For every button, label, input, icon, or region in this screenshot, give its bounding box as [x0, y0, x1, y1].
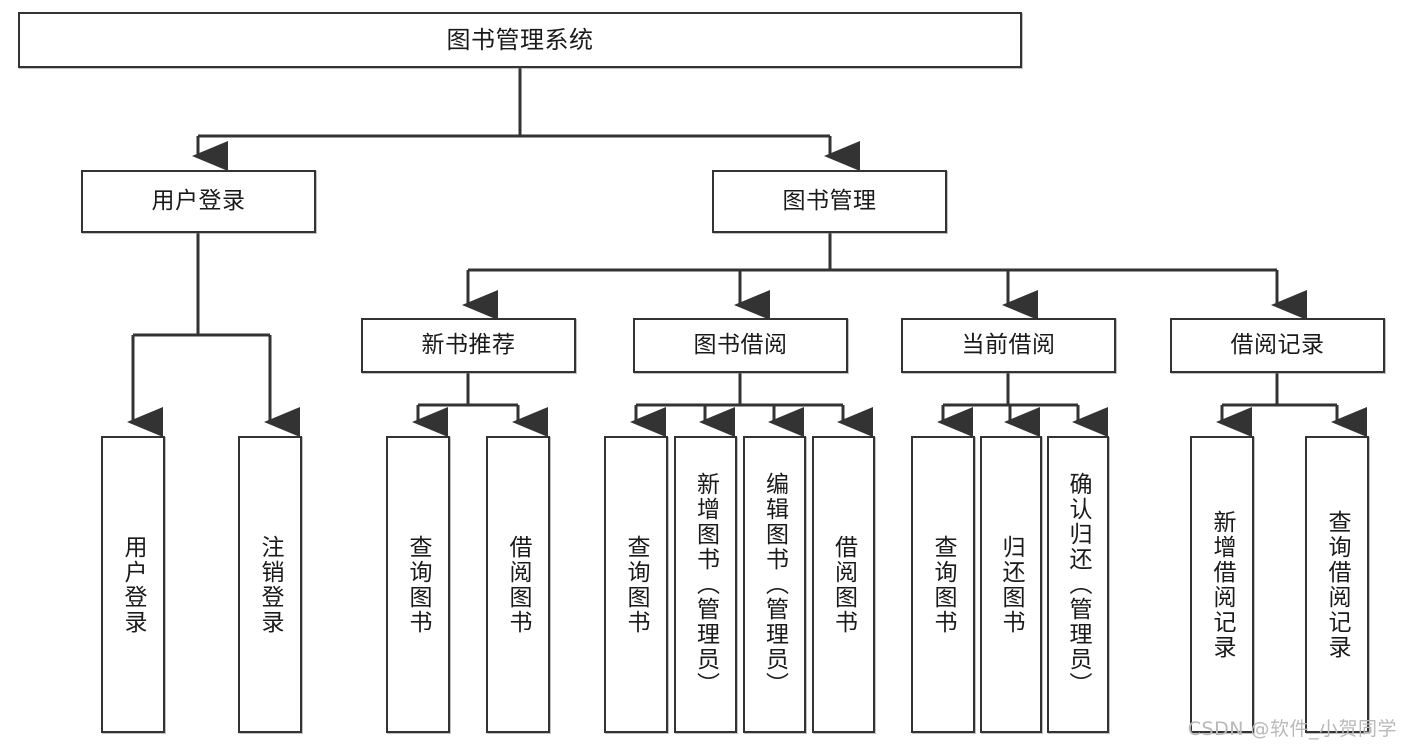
node-label: 用户登录: [151, 187, 246, 214]
node-label: 当前借阅: [961, 331, 1056, 358]
leaf-user-login[interactable]: 用户登录: [101, 436, 165, 733]
watermark-text: CSDN @软件_小贺同学: [1187, 718, 1397, 740]
node-root-book-management-system[interactable]: 图书管理系统: [18, 12, 1022, 68]
node-book-manage[interactable]: 图书管理: [712, 170, 947, 233]
leaf-return-book[interactable]: 归还图书: [980, 436, 1042, 733]
leaf-add-book[interactable]: 新增图书（管理员）: [674, 436, 737, 733]
node-book-borrow[interactable]: 图书借阅: [633, 318, 848, 373]
leaf-borrow-book-1[interactable]: 借阅图书: [486, 436, 550, 733]
node-label: 借阅图书: [505, 534, 532, 635]
leaf-add-record[interactable]: 新增借阅记录: [1190, 436, 1254, 733]
node-label: 确认归还（管理员）: [1065, 472, 1092, 697]
node-label: 查询图书: [930, 534, 957, 635]
node-label: 用户登录: [120, 534, 147, 635]
node-label: 查询图书: [405, 534, 432, 635]
node-label: 图书管理: [782, 187, 877, 214]
node-borrow-record[interactable]: 借阅记录: [1170, 318, 1385, 373]
node-label: 新书推荐: [421, 331, 516, 358]
node-label: 查询图书: [623, 534, 650, 635]
node-label: 注销登录: [257, 534, 284, 635]
node-label: 图书借阅: [693, 331, 788, 358]
leaf-borrow-book-2[interactable]: 借阅图书: [812, 436, 875, 733]
leaf-query-book-3[interactable]: 查询图书: [911, 436, 975, 733]
node-label: 归还图书: [998, 534, 1025, 635]
leaf-edit-book[interactable]: 编辑图书（管理员）: [743, 436, 806, 733]
leaf-query-record[interactable]: 查询借阅记录: [1305, 436, 1369, 733]
node-label: 查询借阅记录: [1324, 509, 1351, 660]
node-label: 借阅图书: [830, 534, 857, 635]
leaf-query-book-2[interactable]: 查询图书: [604, 436, 668, 733]
leaf-query-book-1[interactable]: 查询图书: [386, 436, 450, 733]
node-current-borrow[interactable]: 当前借阅: [901, 318, 1116, 373]
node-label: 图书管理系统: [446, 25, 594, 54]
node-user-login[interactable]: 用户登录: [81, 170, 316, 233]
leaf-confirm-return[interactable]: 确认归还（管理员）: [1047, 436, 1109, 733]
leaf-user-logout[interactable]: 注销登录: [238, 436, 302, 733]
node-label: 新增图书（管理员）: [692, 472, 719, 697]
node-label: 借阅记录: [1230, 331, 1325, 358]
node-new-book-recommend[interactable]: 新书推荐: [361, 318, 576, 373]
node-label: 新增借阅记录: [1209, 509, 1236, 660]
node-label: 编辑图书（管理员）: [761, 472, 788, 697]
